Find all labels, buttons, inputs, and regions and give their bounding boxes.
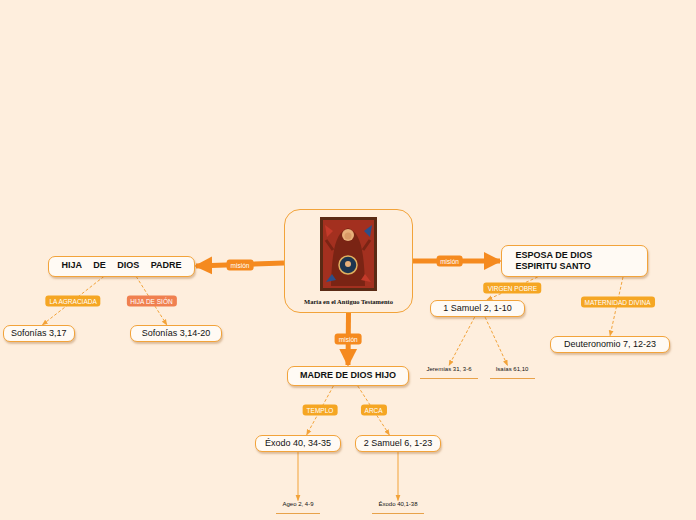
icon-angel — [361, 274, 371, 282]
node-text: 2 Samuel 6, 1-23 — [364, 438, 433, 449]
icon-angel — [326, 274, 336, 282]
node-text: Jeremías 31, 3-6 — [420, 366, 478, 374]
edge-tag: misión — [227, 259, 254, 270]
node-text: 1 Samuel 2, 1-10 — [443, 303, 512, 314]
dashed-connector — [398, 452, 399, 500]
icon-angel — [364, 225, 372, 237]
edge-tag: VIRGEN POBRE — [484, 283, 541, 294]
edge-tag: ARCA — [361, 405, 387, 416]
edge-tag: HIJA DE SIÓN — [126, 295, 176, 306]
edge-tag: misión — [436, 256, 463, 267]
icon-medallion — [339, 256, 357, 274]
dashed-connector — [485, 317, 507, 365]
icon-arms — [326, 240, 370, 250]
icon-face — [345, 233, 352, 240]
node-text: Éxodo 40,1-38 — [372, 501, 424, 509]
node-text: ESPOSA DE DIOS ESPIRITU SANTO — [516, 250, 634, 273]
topic-box: MADRE DE DIOS HIJO — [287, 366, 409, 386]
topic-box: Éxodo 40, 34-35 — [255, 435, 341, 452]
dashed-connector — [449, 317, 475, 365]
topic-box: HIJA DE DIOS PADRE — [48, 256, 195, 277]
dashed-connector — [42, 277, 104, 325]
edge-tag: TEMPLO — [303, 405, 338, 416]
topic-box: 1 Samuel 2, 1-10 — [430, 300, 525, 317]
central-topic: María en el Antiguo Testamento — [284, 209, 413, 313]
node-text: Éxodo 40, 34-35 — [265, 438, 331, 449]
topic-box: Deuteronomio 7, 12-23 — [550, 336, 670, 353]
topic-box: 2 Samuel 6, 1-23 — [355, 435, 441, 452]
reference-text: Jeremías 31, 3-6 — [420, 366, 478, 379]
dashed-connector — [298, 452, 299, 500]
reference-text: Ageo 2, 4-9 — [276, 501, 320, 514]
topic-box: Sofonías 3,17 — [3, 325, 75, 342]
icon-frame — [320, 217, 377, 291]
icon-child — [345, 261, 351, 267]
icon-ground — [323, 220, 374, 288]
node-text: Sofonías 3,14-20 — [142, 328, 211, 339]
reference-text: Isaías 61,10 — [490, 366, 535, 379]
edge-tag: LA AGRACIADA — [45, 295, 100, 306]
topic-box: Sofonías 3,14-20 — [130, 325, 222, 342]
node-text: Sofonías 3,17 — [11, 328, 67, 339]
reference-text: Éxodo 40,1-38 — [372, 501, 424, 514]
edge-tag: MATERNIDAD DIVINA — [581, 296, 655, 307]
icon-halo — [342, 229, 354, 241]
node-text: Isaías 61,10 — [490, 366, 535, 374]
edge-tag: misión — [335, 334, 362, 345]
node-text: MADRE DE DIOS HIJO — [300, 370, 396, 381]
node-text: Deuteronomio 7, 12-23 — [564, 339, 656, 350]
icon-robe — [331, 228, 365, 286]
node-text: María en el Antiguo Testamento — [304, 298, 393, 306]
icon-angel — [325, 225, 333, 237]
dashed-connector — [358, 386, 390, 435]
node-text: Ageo 2, 4-9 — [276, 501, 320, 509]
node-text: HIJA DE DIOS PADRE — [61, 260, 181, 271]
topic-box: ESPOSA DE DIOS ESPIRITU SANTO — [501, 245, 648, 277]
